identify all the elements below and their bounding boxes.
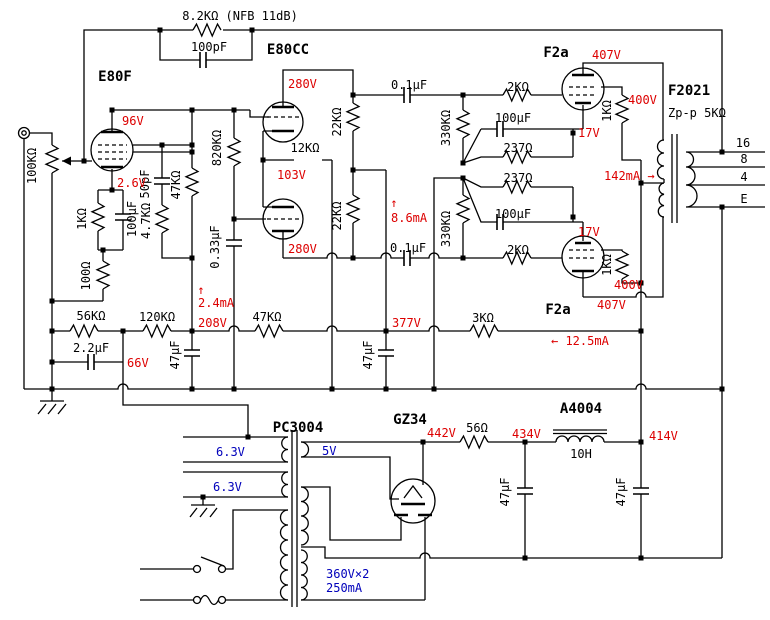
gz34-label: GZ34 [393,412,427,428]
c47a-label: 47μF [168,341,182,370]
plate-r-lower-label: 22KΩ [330,202,344,231]
f2a-cathode-networks [462,105,584,241]
v96-label: 96V [122,114,144,128]
v434-label: 434V [512,427,541,441]
grid-r-label: 820KΩ [210,130,224,166]
opt-impedance-label: Zp-p 5KΩ [668,106,726,120]
v442-label: 442V [427,426,456,440]
grid-stop-lower-label: 2KΩ [507,243,529,257]
e80f-label: E80F [98,69,132,85]
i24-label: 2.4mA [198,296,235,310]
heater-b-label: 6.3V [213,480,242,494]
cath-c-upper-label: 100μF [495,111,531,125]
input-jack-icon [17,126,31,140]
comp-c-label: 50pF [138,170,152,199]
e80f-tube-icon [90,128,134,172]
r3k-label: 3KΩ [472,311,494,325]
a4004-label: A4004 [560,401,602,417]
r56-label: 56Ω [466,421,488,435]
heater-a-label: 6.3V [216,445,245,459]
coupling-cap-lower-label: 0.1μF [390,241,426,255]
tail-r-label: 12KΩ [291,141,320,155]
c47c-label: 47μF [498,478,512,507]
opt-model-label: F2021 [668,83,710,99]
v407-bot-label: 407V [597,298,626,312]
f2a-output-tubes [561,62,664,442]
r120k-label: 120KΩ [139,310,175,324]
e80cc-inverter [225,69,386,389]
coupling-network [283,86,562,389]
v208-label: 208V [198,316,227,330]
v280-bot-label: 280V [288,242,317,256]
f2a-lower-label: F2a [545,302,570,318]
power-switch-icon [217,564,227,574]
ground-symbol2-icon [189,497,218,518]
nfb-resistor-label: 8.2KΩ (NFB 11dB) [182,9,298,23]
ground-rail [24,383,725,415]
screen-r-lower-label: 1KΩ [600,254,614,276]
i86-label: 8.6mA [391,211,428,225]
rectifier-filter [390,429,650,561]
screen-r-upper-label: 1KΩ [600,100,614,122]
input-section [17,126,92,392]
v17-bot-label: 17V [578,225,600,239]
nfb-network [81,23,725,164]
f2a-upper-label: F2a [543,45,568,61]
output-transformer [656,134,765,558]
v400-bot-label: 400V [614,278,643,292]
plate-r-label: 47KΩ [169,171,183,200]
cathode-c-label: 100μF [125,201,139,237]
r56k-label: 56KΩ [77,309,106,323]
v407-top-label: 407V [592,48,621,62]
gz34-tube-icon [390,478,436,524]
c22-label: 2.2μF [73,341,109,355]
hv-winding-label: 360V×2 [326,567,369,581]
grid-leak-lower-label: 330KΩ [439,211,453,247]
fuse-icon [217,595,227,605]
v17-top-label: 17V [578,126,600,140]
power-transformer [140,430,722,607]
c47b-label: 47μF [361,341,375,370]
v103-label: 103V [277,168,306,182]
i142-label: 142mA → [604,169,655,183]
tap-e-label: E [740,192,747,206]
grid-leak-upper-label: 330KΩ [439,110,453,146]
nfb-cap-label: 100pF [191,40,227,54]
cath-r-upper-label: 237Ω [504,141,533,155]
grid-c-label: 0.33μF [208,225,222,268]
plate-r-upper-label: 22KΩ [330,108,344,137]
v377-label: 377V [392,316,421,330]
v280-top-label: 280V [288,77,317,91]
r47k-mid-label: 47KΩ [253,310,282,324]
e80f-stage [52,107,269,392]
cath-r-lower-label: 237Ω [504,171,533,185]
choke-h-label: 10H [570,447,592,461]
cathode-r-label: 1KΩ [75,208,89,230]
tap-4-label: 4 [740,170,747,184]
v414-label: 414V [649,429,678,443]
cath-c-lower-label: 100μF [495,207,531,221]
v400-top-label: 400V [628,93,657,107]
pc3004-label: PC3004 [273,420,324,436]
cathode-r2-label: 100Ω [79,262,93,291]
i86-arrow: ↑ [390,196,397,210]
hv-current-label: 250mA [326,581,363,595]
rect-heater-label: 5V [322,444,336,458]
pot-label: 100KΩ [25,148,39,184]
grid-stop-upper-label: 2KΩ [507,80,529,94]
tap-16-label: 16 [736,136,750,150]
i125-label: ← 12.5mA [551,334,610,348]
e80cc-label: E80CC [267,42,309,58]
i24-arrow: ↑ [197,283,204,297]
ground-symbol-icon [37,389,67,415]
pot-wiper-arrow-icon [62,156,71,166]
comp-r-label: 4.7KΩ [139,203,153,239]
c47d-label: 47μF [614,478,628,507]
coupling-cap-upper-label: 0.1μF [391,78,427,92]
v66-label: 66V [127,356,149,370]
v26-label: 2.6V [117,176,146,190]
tap-8-label: 8 [740,152,747,166]
